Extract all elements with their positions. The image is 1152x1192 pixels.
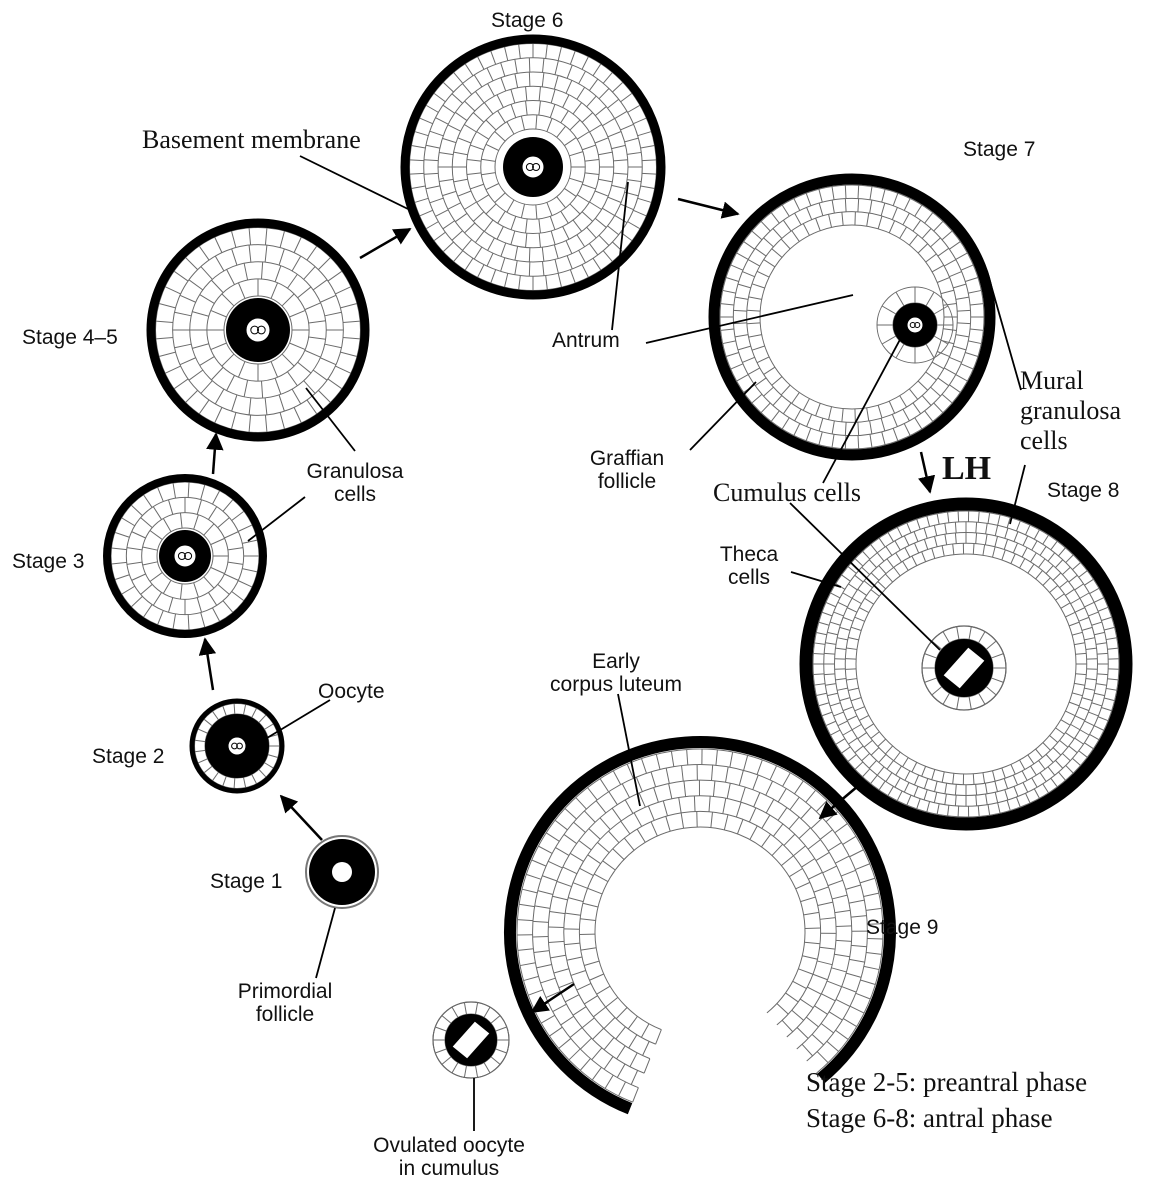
stage-2-label: Stage 2	[92, 745, 164, 768]
early-corpus-luteum-label-line2: corpus luteum	[528, 673, 704, 696]
legend-preantral: Stage 2-5: preantral phase	[806, 1064, 1087, 1100]
arrow-stage6-to-7	[678, 199, 738, 214]
stage-1-label: Stage 1	[210, 870, 282, 893]
ovulated-oocyte-label: Ovulated oocyte in cumulus	[356, 1134, 542, 1180]
mural-granulosa-label-line2: granulosa	[1020, 396, 1121, 426]
ovulated-oocyte	[433, 1002, 509, 1078]
basement-membrane-label: Basement membrane	[142, 126, 361, 155]
early-corpus-luteum-label-line1: Early	[528, 650, 704, 673]
lh-label: LH	[942, 450, 991, 487]
legend-antral: Stage 6-8: antral phase	[806, 1100, 1087, 1136]
primordial-follicle-label-line1: Primordial	[222, 980, 348, 1003]
stage-8-follicle	[806, 504, 1126, 824]
granulosa-cells-label-line2: cells	[300, 483, 410, 506]
stage-9-follicle	[510, 742, 890, 1109]
primordial-follicle-label-line2: follicle	[222, 1003, 348, 1026]
mural-granulosa-label-line3: cells	[1020, 426, 1121, 456]
arrow-stage2-to-3	[205, 639, 213, 690]
ovulated-oocyte-label-line1: Ovulated oocyte	[356, 1134, 542, 1157]
phase-legend: Stage 2-5: preantral phase Stage 6-8: an…	[806, 1064, 1087, 1137]
leader-primordial	[316, 908, 335, 978]
stage-6-follicle	[405, 39, 661, 295]
arrow-stage4-5-to-6	[360, 229, 410, 258]
ovulated-oocyte-label-line2: in cumulus	[356, 1157, 542, 1180]
theca-cells-label-line2: cells	[706, 566, 792, 589]
stage-3-label: Stage 3	[12, 550, 84, 573]
stage-2-follicle	[192, 701, 282, 791]
mural-granulosa-cells-label: Mural granulosa cells	[1020, 366, 1121, 456]
stage-3-follicle	[107, 478, 263, 634]
granulosa-cells-label-line1: Granulosa	[300, 460, 410, 483]
stage-6-label: Stage 6	[491, 9, 563, 32]
graffian-follicle-label-line2: follicle	[574, 470, 680, 493]
oocyte-label: Oocyte	[318, 680, 385, 703]
arrow-stage1-to-2	[281, 796, 322, 840]
stage-8-label: Stage 8	[1047, 479, 1119, 502]
graffian-follicle-label-line1: Graffian	[574, 447, 680, 470]
leader-basement-membrane	[300, 156, 408, 209]
theca-cells-label: Theca cells	[706, 543, 792, 589]
leader-graffian	[690, 382, 756, 450]
cumulus-cells-label: Cumulus cells	[713, 479, 861, 508]
stage-7-label: Stage 7	[963, 138, 1035, 161]
cumulus-mound	[877, 287, 953, 363]
arrow-stage7-to-8-lh	[921, 452, 930, 492]
graffian-follicle-label: Graffian follicle	[574, 447, 680, 493]
antrum-label: Antrum	[552, 329, 620, 352]
arrow-stage9-to-ovulated	[532, 984, 574, 1012]
granulosa-cells-label: Granulosa cells	[300, 460, 410, 506]
primordial-follicle-label: Primordial follicle	[222, 980, 348, 1026]
stage-1-follicle	[306, 836, 378, 908]
stage-4-5-follicle	[151, 223, 365, 437]
stage-4-5-label: Stage 4–5	[22, 326, 118, 349]
early-corpus-luteum-label: Early corpus luteum	[528, 650, 704, 696]
theca-cells-label-line1: Theca	[706, 543, 792, 566]
arrow-stage3-to-4-5	[213, 434, 216, 474]
cumulus-oophorus	[922, 626, 1006, 710]
stage-9-label: Stage 9	[866, 916, 938, 939]
mural-granulosa-label-line1: Mural	[1020, 366, 1121, 396]
